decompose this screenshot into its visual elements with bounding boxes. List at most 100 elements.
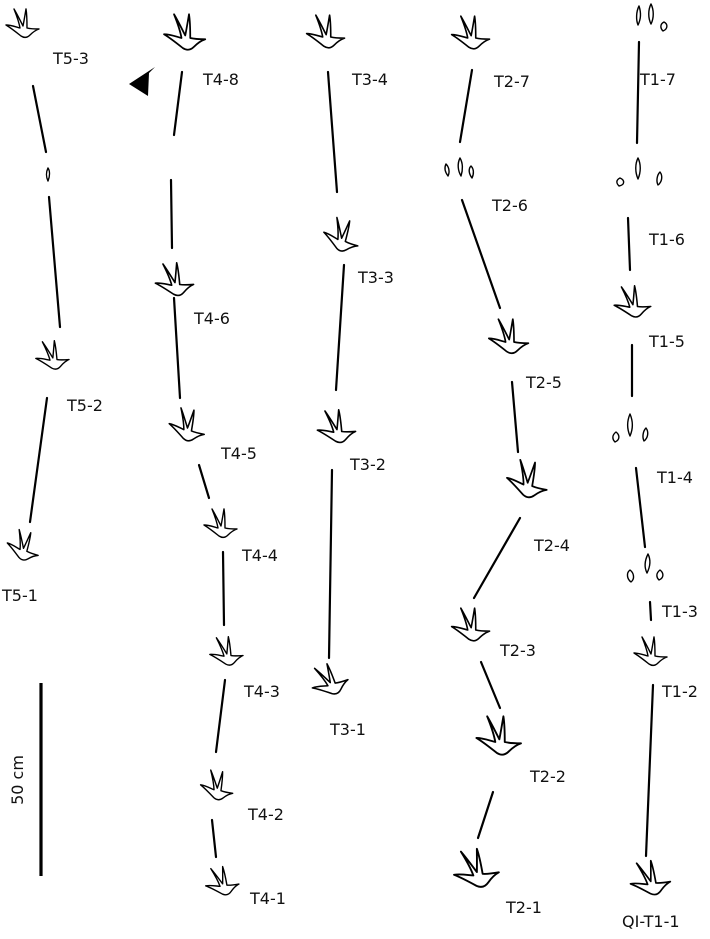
- toe-mark-icon: [635, 5, 642, 26]
- footprint-T3-2: [316, 409, 357, 444]
- footprint-icon: [613, 285, 652, 318]
- toe-mark-icon: [656, 569, 664, 581]
- stride-line: [458, 68, 474, 144]
- stride-line: [197, 463, 211, 500]
- scale-bar-label: 50 cm: [8, 755, 27, 805]
- stride-line: [635, 40, 641, 145]
- toe-mark-icon: [635, 157, 641, 180]
- footprint-label: T2-7: [493, 72, 530, 91]
- footprint-label: T1-5: [648, 332, 685, 351]
- footprint-icon: [450, 15, 491, 50]
- footprint-T2-5: [487, 318, 530, 355]
- stride-line: [648, 600, 653, 622]
- footprint-label: T2-4: [533, 536, 570, 555]
- footprint-label: T4-8: [202, 70, 239, 89]
- footprint-icon: [475, 715, 522, 756]
- toe-mark-icon: [457, 157, 464, 177]
- footprint-label: T5-3: [52, 49, 89, 68]
- footprint-icon: [203, 508, 238, 539]
- scale-bar-group: 50 cm: [8, 683, 43, 876]
- footprint-icon: [305, 14, 346, 49]
- footprint-T2-1: [453, 847, 500, 888]
- footprint-label: T2-5: [525, 373, 562, 392]
- stride-line: [214, 678, 227, 754]
- footprint-label: T4-2: [247, 805, 284, 824]
- footprint-icon: [205, 865, 240, 896]
- footprint-label: T2-2: [529, 767, 566, 786]
- footprint-T1-7: [635, 3, 668, 32]
- footprint-label: T4-6: [193, 309, 230, 328]
- toe-mark-icon: [468, 165, 475, 179]
- footprint-label: T3-4: [351, 70, 388, 89]
- footprint-label: T4-3: [243, 682, 280, 701]
- footprint-label: T1-7: [639, 70, 676, 89]
- footprint-icon: [323, 216, 359, 252]
- footprint-label: T1-6: [648, 230, 685, 249]
- toe-mark-icon: [648, 3, 654, 25]
- stride-line: [326, 70, 339, 194]
- footprint-label: T1-3: [661, 602, 698, 621]
- footprint-T2-3: [450, 607, 491, 642]
- footprint-QI-T1-1: [629, 859, 672, 896]
- toe-mark-icon: [444, 163, 450, 177]
- footprint-T3-1: [311, 663, 349, 695]
- footprint-T4-6: [154, 262, 195, 297]
- footprint-label: T3-1: [329, 720, 366, 739]
- footprint-icon: [209, 636, 244, 666]
- stride-line: [334, 263, 346, 392]
- footprint-label: T5-1: [1, 586, 38, 605]
- toe-mark-icon: [660, 21, 668, 32]
- stride-line: [472, 516, 522, 600]
- stride-line: [47, 195, 62, 329]
- toe-mark-icon: [656, 171, 663, 186]
- footprint-label: T4-5: [220, 444, 257, 463]
- stride-line: [172, 296, 182, 400]
- footprint-T5-2: [35, 340, 70, 370]
- footprint-icon: [311, 663, 349, 695]
- footprint-T2-4: [506, 458, 548, 499]
- footprint-T1-4: [612, 413, 649, 443]
- stride-line: [210, 818, 218, 859]
- stride-line: [644, 683, 655, 858]
- stride-line: [510, 380, 520, 454]
- footprint-T2-6: [444, 157, 475, 179]
- toe-mark-icon: [612, 431, 620, 443]
- stride-line: [460, 198, 502, 310]
- footprint-icon: [316, 409, 357, 444]
- trackway-T2: T2-7 T2-6 T2-5 T2-4 T2-3 T2-2 T2-1: [444, 15, 570, 917]
- stride-line: [221, 550, 226, 627]
- stride-line: [327, 468, 334, 660]
- footprint-T3-3: [323, 216, 359, 252]
- toe-mark-icon: [616, 177, 625, 187]
- footprint-label: T1-4: [656, 468, 693, 487]
- footprint-T4-3: [209, 636, 244, 666]
- footprint-icon: [35, 340, 70, 370]
- footprint-icon: [168, 407, 205, 442]
- footprint-T1-6: [616, 157, 663, 187]
- footprint-T4-8: [163, 13, 207, 51]
- footprint-T1-5: [613, 285, 652, 318]
- footprint-icon: [453, 847, 500, 888]
- footprint-T3-4: [305, 14, 346, 49]
- footprint-T5-mark: [45, 167, 51, 182]
- footprint-T4-1: [205, 865, 240, 896]
- footprint-icon: [633, 636, 668, 667]
- footprint-icon: [199, 769, 234, 801]
- footprint-icon: [6, 528, 39, 561]
- footprint-icon: [450, 607, 491, 642]
- footprint-T4-5: [168, 407, 205, 442]
- footprint-icon: [506, 458, 548, 499]
- footprint-label: T1-2: [661, 682, 698, 701]
- footprint-label: T3-3: [357, 268, 394, 287]
- arrowhead-icon: [129, 67, 155, 96]
- footprint-label: T5-2: [66, 396, 103, 415]
- footprint-label: T4-1: [249, 889, 286, 908]
- footprint-icon: [163, 13, 207, 51]
- footprint-T1-2: [633, 636, 668, 667]
- stride-line: [476, 790, 495, 840]
- footprint-icon: [629, 859, 672, 896]
- toe-mark-icon: [644, 553, 651, 574]
- footprint-T1-3: [626, 553, 664, 583]
- footprint-label: T2-3: [499, 641, 536, 660]
